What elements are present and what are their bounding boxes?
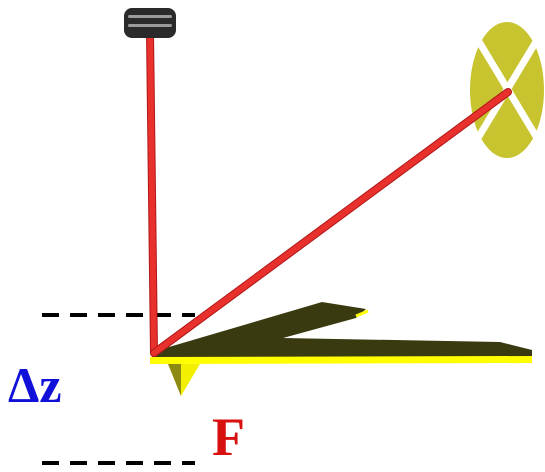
incident-laser-beam (146, 29, 158, 357)
displacement-label: Δz (8, 357, 62, 413)
force-label: F (212, 407, 245, 467)
cantilever (150, 302, 532, 364)
reflected-laser-beam (150, 88, 512, 357)
laser-source-icon (124, 8, 176, 38)
probe-tip (168, 364, 200, 396)
